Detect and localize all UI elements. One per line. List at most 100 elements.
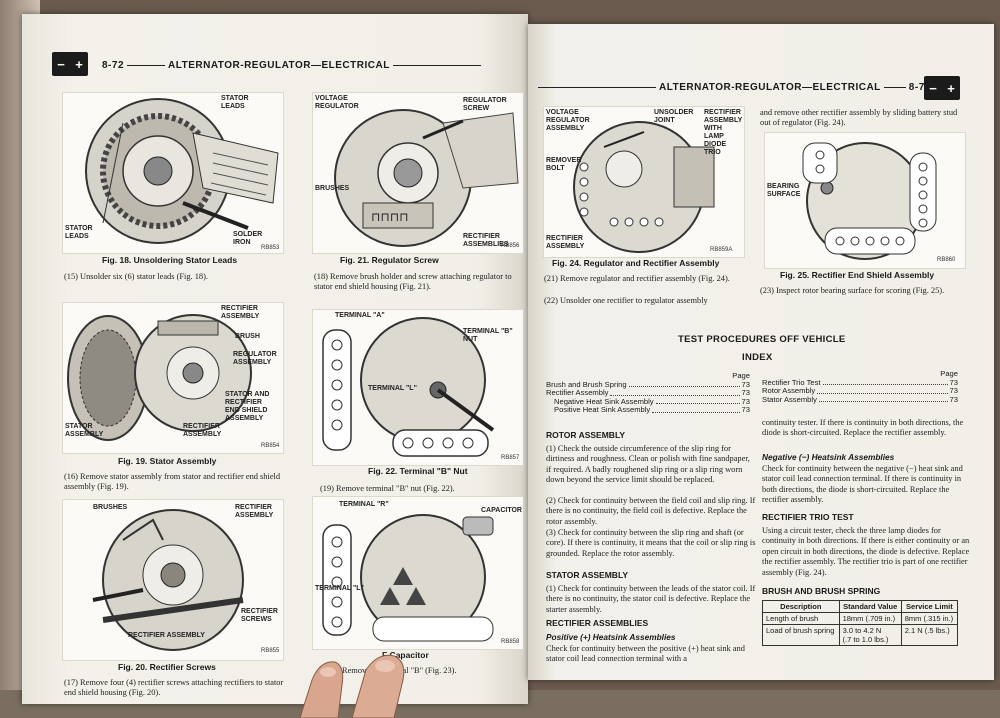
left-page-header: 8-72 ALTERNATOR-REGULATOR—ELECTRICAL xyxy=(102,60,481,71)
label-brushes: BRUSHES xyxy=(93,504,128,511)
step-22: (22) Unsolder one rectifier to regulator… xyxy=(544,296,708,305)
left-page: −+ 8-72 ALTERNATOR-REGULATOR—ELECTRICAL … xyxy=(22,14,528,704)
column-header: Service Limit xyxy=(900,600,959,613)
stator-step-1: (1) Check for continuity between the lea… xyxy=(546,584,756,614)
positive-heatsink-title: Positive (+) Heatsink Assemblies xyxy=(546,632,676,642)
continuity-text: continuity tester. If there is continuit… xyxy=(762,418,964,438)
svg-text:⊓⊓⊓⊓: ⊓⊓⊓⊓ xyxy=(371,210,408,224)
hand-photo-foreground xyxy=(299,654,405,718)
step-16: (16) Remove stator assembly from stator … xyxy=(64,472,281,492)
label-brushes: BRUSHES xyxy=(315,185,350,192)
table-row: Length of brush 18mm (.709 in.) 8mm (.31… xyxy=(762,612,959,625)
brush-title: BRUSH AND BRUSH SPRING xyxy=(762,586,881,596)
label-terminal-a: TERMINAL "A" xyxy=(335,312,385,319)
rotor-step-2: (2) Check for continuity between the fie… xyxy=(546,496,756,526)
figure-code: RB857 xyxy=(501,455,520,461)
caption-fig-24: Fig. 24. Regulator and Rectifier Assembl… xyxy=(552,258,720,268)
page-number: 8-73 xyxy=(908,82,931,93)
column-header: Description xyxy=(762,600,840,613)
negative-heatsink-text: Check for continuity between the negativ… xyxy=(762,464,963,505)
battery-icon: −+ xyxy=(52,52,88,76)
caption-fig-20: Fig. 20. Rectifier Screws xyxy=(118,662,216,672)
step-15: (15) Unsolder six (6) stator leads (Fig.… xyxy=(64,272,208,281)
figure-22-terminal-b-nut: TERMINAL "A" TERMINAL "B"NUT TERMINAL "L… xyxy=(312,309,524,466)
label-capacitor: CAPACITOR xyxy=(481,507,522,514)
step-18: (18) Remove brush holder and screw attac… xyxy=(314,272,512,292)
caption-fig-25: Fig. 25. Rectifier End Shield Assembly xyxy=(780,270,935,280)
label-rectifier-assembly-bottom: RECTIFIER ASSEMBLY xyxy=(128,632,205,639)
step-23: (23) Inspect rotor bearing surface for s… xyxy=(760,286,945,295)
step-19: (19) Remove terminal "B" nut (Fig. 22). xyxy=(320,484,455,493)
battery-icon: −+ xyxy=(924,76,960,100)
figure-code: RB854 xyxy=(261,443,280,449)
page-number: 8-72 xyxy=(102,60,125,71)
table-cell: 3.0 to 4.2 N (.7 to 1.0 lbs.) xyxy=(838,624,902,646)
header-title: ALTERNATOR-REGULATOR—ELECTRICAL xyxy=(168,60,390,71)
table-header-row: Description Standard Value Service Limit xyxy=(762,600,959,613)
label-terminal-l: TERMINAL "L" xyxy=(315,585,364,592)
rotor-step-3: (3) Check for continuity between the sli… xyxy=(546,528,756,558)
figure-23-capacitor: TERMINAL "R" CAPACITOR TERMINAL "L" RB85… xyxy=(312,496,524,650)
index-page-label: Page xyxy=(732,371,750,380)
figure-code: RB855 xyxy=(261,648,280,654)
index-page-label: Page xyxy=(940,369,958,378)
negative-heatsink-title: Negative (−) Heatsink Assemblies xyxy=(762,452,895,462)
index-title: INDEX xyxy=(742,352,773,363)
rotor-title: ROTOR ASSEMBLY xyxy=(546,430,626,440)
positive-heatsink-text: Check for continuity between the positiv… xyxy=(546,644,745,664)
figure-code: RB853 xyxy=(261,245,280,251)
figure-code: RB856 xyxy=(501,243,520,249)
rectifier-title: RECTIFIER ASSEMBLIES xyxy=(546,618,649,628)
caption-fig-19: Fig. 19. Stator Assembly xyxy=(118,456,217,466)
table-cell: 2.1 N (.5 lbs.) xyxy=(900,624,959,646)
caption-fig-21: Fig. 21. Regulator Screw xyxy=(340,255,439,265)
trio-text: Using a circuit tester, check the three … xyxy=(762,526,970,577)
trio-title: RECTIFIER TRIO TEST xyxy=(762,512,854,522)
caption-fig-23: F Capacitor xyxy=(382,650,429,660)
table-cell: 18mm (.709 in.) xyxy=(838,612,902,625)
figure-code: RB860 xyxy=(937,257,956,263)
rotor-step-1: (1) Check the outside circumference of t… xyxy=(546,444,750,485)
column-header: Standard Value xyxy=(838,600,902,613)
label-terminal-b-nut: TERMINAL "B"NUT xyxy=(463,328,513,343)
table-cell: Length of brush xyxy=(762,612,840,625)
figure-code: RB858 xyxy=(501,639,520,645)
figure-code: RB859A xyxy=(710,247,733,253)
caption-fig-22: Fig. 22. Terminal "B" Nut xyxy=(368,466,468,476)
step-17: (17) Remove four (4) rectifier screws at… xyxy=(64,678,284,698)
table-cell: Load of brush spring xyxy=(762,624,840,646)
label-terminal-r: TERMINAL "R" xyxy=(339,501,389,508)
caption-fig-18: Fig. 18. Unsoldering Stator Leads xyxy=(102,255,238,265)
step-21: (21) Remove regulator and rectifier asse… xyxy=(544,274,730,283)
header-title: ALTERNATOR-REGULATOR—ELECTRICAL xyxy=(659,82,881,93)
step-22-continued: and remove other rectifier assembly by s… xyxy=(760,108,958,128)
